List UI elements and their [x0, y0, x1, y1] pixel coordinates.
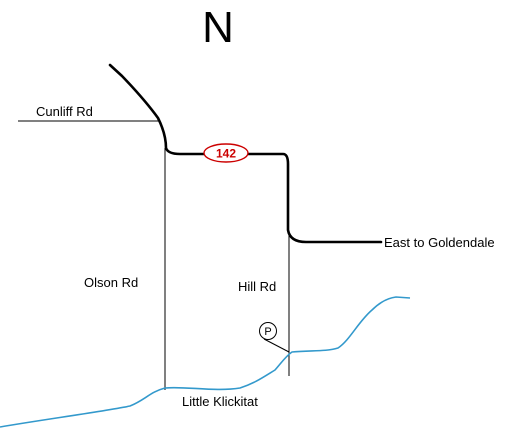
parking-circle: [259, 322, 277, 340]
parking-symbol: P: [264, 326, 271, 338]
highway-shield: 142: [203, 143, 249, 163]
parking-marker: P: [259, 322, 290, 353]
olson-road-label: Olson Rd: [84, 275, 138, 290]
highway-number: 142: [216, 147, 236, 161]
cunliff-road-label: Cunliff Rd: [36, 104, 93, 119]
river-label: Little Klickitat: [182, 394, 258, 409]
river-line: [0, 296, 411, 428]
hill-road-label: Hill Rd: [238, 279, 276, 294]
east-goldendale-label: East to Goldendale: [384, 235, 495, 250]
highway-shield-oval: [203, 143, 249, 163]
north-indicator: N: [202, 3, 234, 52]
parking-leader-line: [263, 338, 290, 353]
